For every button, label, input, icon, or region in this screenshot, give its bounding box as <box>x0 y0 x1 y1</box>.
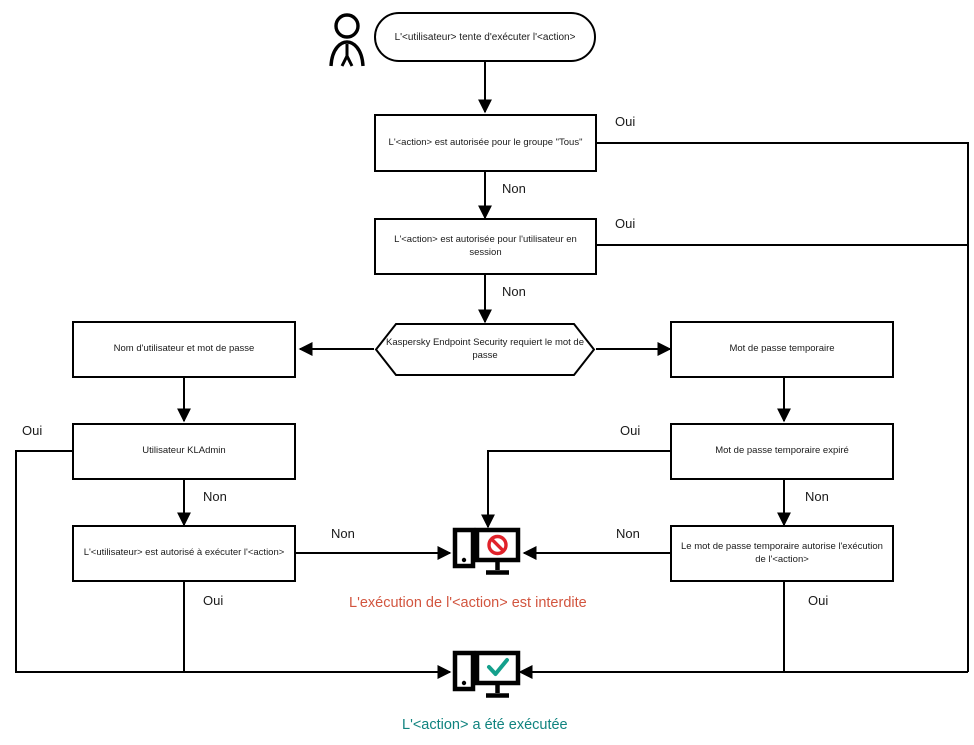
edge-label-expired-yes: Oui <box>620 423 641 438</box>
node-group-allowed-label: L'<action> est autorisée pour le groupe … <box>388 136 583 148</box>
edge-kladmin-yes <box>15 450 452 679</box>
node-session-user-allowed-label: L'<action> est autorisée pour l'utilisat… <box>394 233 577 258</box>
edge-label-expired-no: Non <box>805 489 829 504</box>
computer-denied-icon <box>452 527 522 586</box>
edge-label-session-yes: Oui <box>615 216 636 231</box>
edge-label-kladmin-yes: Oui <box>22 423 43 438</box>
edge-group-yes <box>597 142 969 672</box>
node-session-user-allowed: L'<action> est autorisée pour l'utilisat… <box>374 218 597 275</box>
edge-label-group-no: Non <box>502 181 526 196</box>
node-temporary-password-label: Mot de passe temporaire <box>729 343 835 355</box>
node-temp-password-expired: Mot de passe temporaire expiré <box>670 423 894 480</box>
edge-label-temp-authorizes-no: Non <box>616 526 640 541</box>
node-temp-password-authorizes: Le mot de passe temporaire autorise l'ex… <box>670 525 894 582</box>
edge-expired-yes <box>481 450 670 529</box>
edge-label-kladmin-no: Non <box>203 489 227 504</box>
edge-label-group-yes: Oui <box>615 114 636 129</box>
node-username-password-label: Nom d'utilisateur et mot de passe <box>113 343 255 355</box>
node-kladmin-user-label: Utilisateur KLAdmin <box>142 445 226 457</box>
allowed-caption: L'<action> a été exécutée <box>402 717 568 733</box>
edge-label-temp-authorizes-yes: Oui <box>808 593 829 608</box>
person-icon <box>325 12 369 73</box>
hexagon-shape <box>374 323 596 376</box>
node-group-allowed: L'<action> est autorisée pour le groupe … <box>374 114 597 172</box>
node-password-required-label: Kaspersky Endpoint Security requiert le … <box>385 336 584 361</box>
node-temp-password-authorizes-label: Le mot de passe temporaire autorise l'ex… <box>681 540 883 565</box>
computer-allowed-icon <box>452 650 522 709</box>
node-username-password: Nom d'utilisateur et mot de passe <box>72 321 296 378</box>
node-password-required: Kaspersky Endpoint Security requiert le … <box>374 322 596 377</box>
denied-caption: L'exécution de l'<action> est interdite <box>349 595 587 611</box>
node-user-authorized-label: L'<utilisateur> est autorisé à exécuter … <box>83 547 285 559</box>
node-start-label: L'<utilisateur> tente d'exécuter l'<acti… <box>394 31 576 43</box>
node-user-authorized: L'<utilisateur> est autorisé à exécuter … <box>72 525 296 582</box>
node-kladmin-user: Utilisateur KLAdmin <box>72 423 296 480</box>
node-temporary-password: Mot de passe temporaire <box>670 321 894 378</box>
edge-label-session-no: Non <box>502 284 526 299</box>
edge-label-user-authorized-yes: Oui <box>203 593 224 608</box>
node-temp-password-expired-label: Mot de passe temporaire expiré <box>715 445 849 457</box>
edge-label-user-authorized-no: Non <box>331 526 355 541</box>
node-start: L'<utilisateur> tente d'exécuter l'<acti… <box>374 12 596 62</box>
